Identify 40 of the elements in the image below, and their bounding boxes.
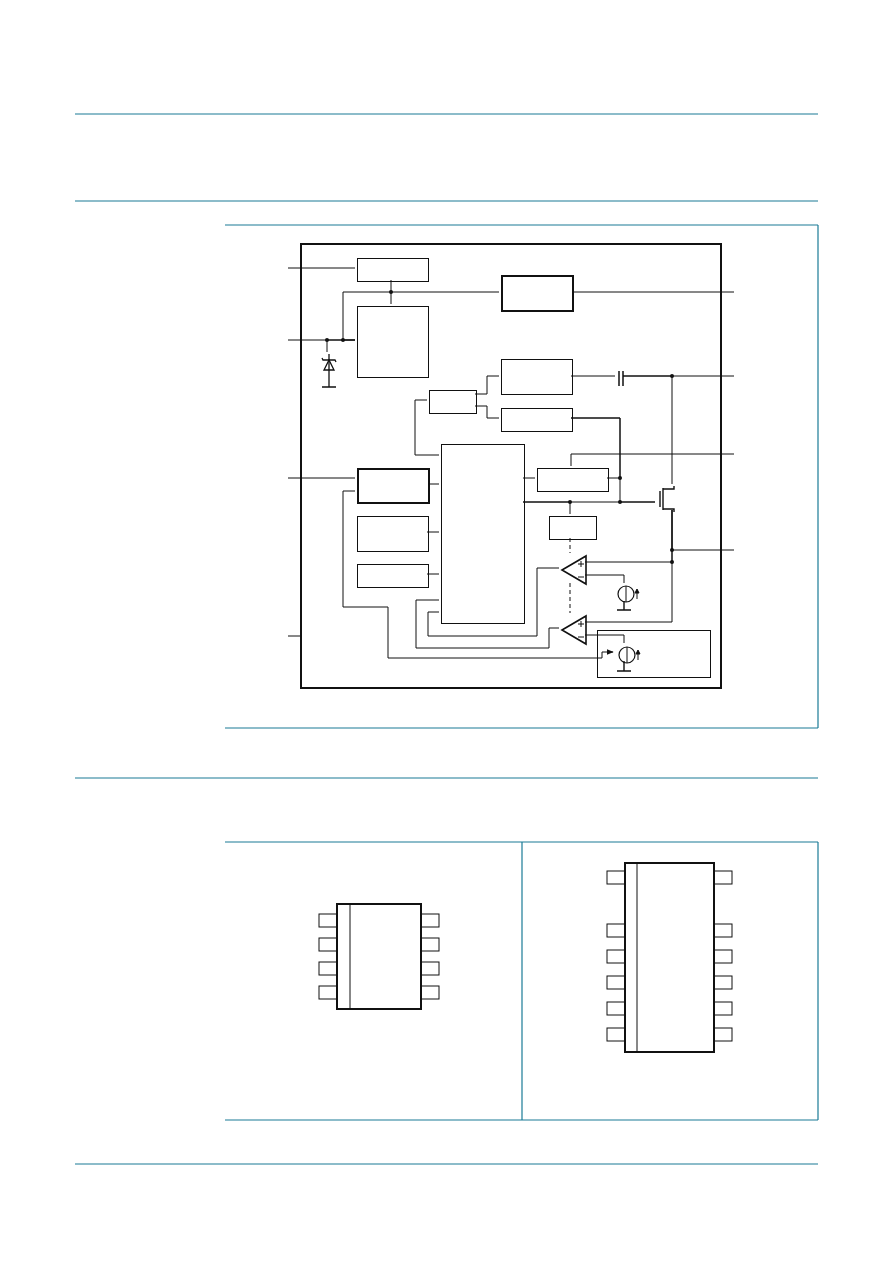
wire	[570, 375, 616, 377]
function-block	[549, 516, 597, 540]
function-block	[429, 390, 477, 414]
function-block	[537, 468, 609, 492]
wire	[427, 567, 560, 637]
wire	[522, 477, 536, 479]
pin-line	[571, 291, 735, 293]
wire	[584, 634, 625, 644]
wire	[584, 509, 673, 623]
wire	[326, 339, 356, 353]
function-block	[501, 359, 573, 395]
wire	[584, 574, 625, 584]
function-block	[501, 408, 573, 432]
function-block	[441, 444, 525, 624]
function-block	[357, 468, 430, 504]
wire	[426, 531, 440, 533]
chip-outline	[300, 243, 722, 689]
wire	[427, 483, 440, 485]
pin-line	[570, 453, 735, 467]
wire	[390, 279, 392, 305]
function-block	[357, 564, 429, 588]
wire	[622, 375, 673, 485]
function-block	[597, 630, 711, 678]
wire	[415, 599, 560, 649]
dashed-link	[569, 582, 571, 614]
dashed-link	[569, 537, 571, 554]
wire	[522, 501, 571, 515]
pin-line	[287, 635, 301, 637]
function-block	[501, 275, 574, 312]
function-block	[357, 258, 429, 282]
wire	[414, 399, 440, 456]
wire	[474, 405, 500, 419]
wire	[474, 375, 500, 395]
wire	[426, 573, 440, 575]
arrow	[342, 490, 614, 659]
pin-line	[287, 477, 356, 479]
wire	[342, 291, 500, 341]
function-block	[357, 306, 429, 378]
pin-line	[287, 267, 356, 269]
function-block	[357, 516, 429, 552]
